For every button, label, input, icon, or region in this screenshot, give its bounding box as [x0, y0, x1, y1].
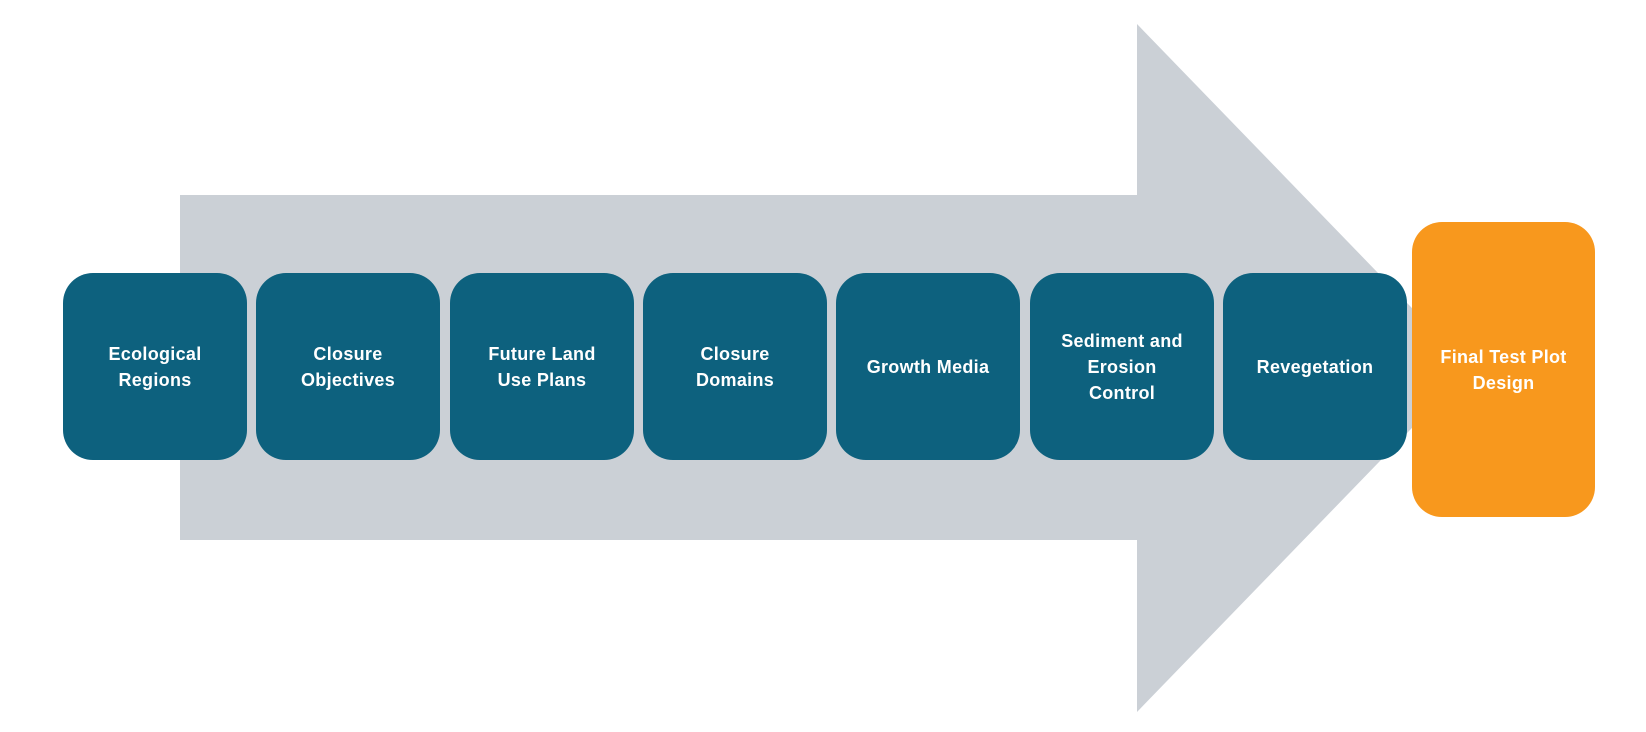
step-ecological-regions-label: Ecological Regions [108, 343, 202, 390]
step-future-land-use-plans-label: Future Land Use Plans [488, 343, 596, 390]
step-growth-media-label: Growth Media [866, 356, 990, 377]
step-future-land-use-plans: Future Land Use Plans [450, 273, 634, 460]
step-closure-objectives-label: Closure Objectives [300, 343, 396, 390]
step-sediment-erosion-control-label: Sediment and Erosion Control [1061, 330, 1183, 403]
step-revegetation-label: Revegetation [1256, 356, 1374, 377]
step-final-test-plot-design-label: Final Test Plot Design [1440, 346, 1567, 393]
step-growth-media: Growth Media [836, 273, 1020, 460]
step-closure-objectives: Closure Objectives [256, 273, 440, 460]
step-closure-domains: Closure Domains [643, 273, 827, 460]
step-revegetation: Revegetation [1223, 273, 1407, 460]
step-closure-domains-label: Closure Domains [695, 343, 775, 390]
step-sediment-erosion-control: Sediment and Erosion Control [1030, 273, 1214, 460]
step-ecological-regions: Ecological Regions [63, 273, 247, 460]
step-final-test-plot-design: Final Test Plot Design [1412, 222, 1595, 517]
